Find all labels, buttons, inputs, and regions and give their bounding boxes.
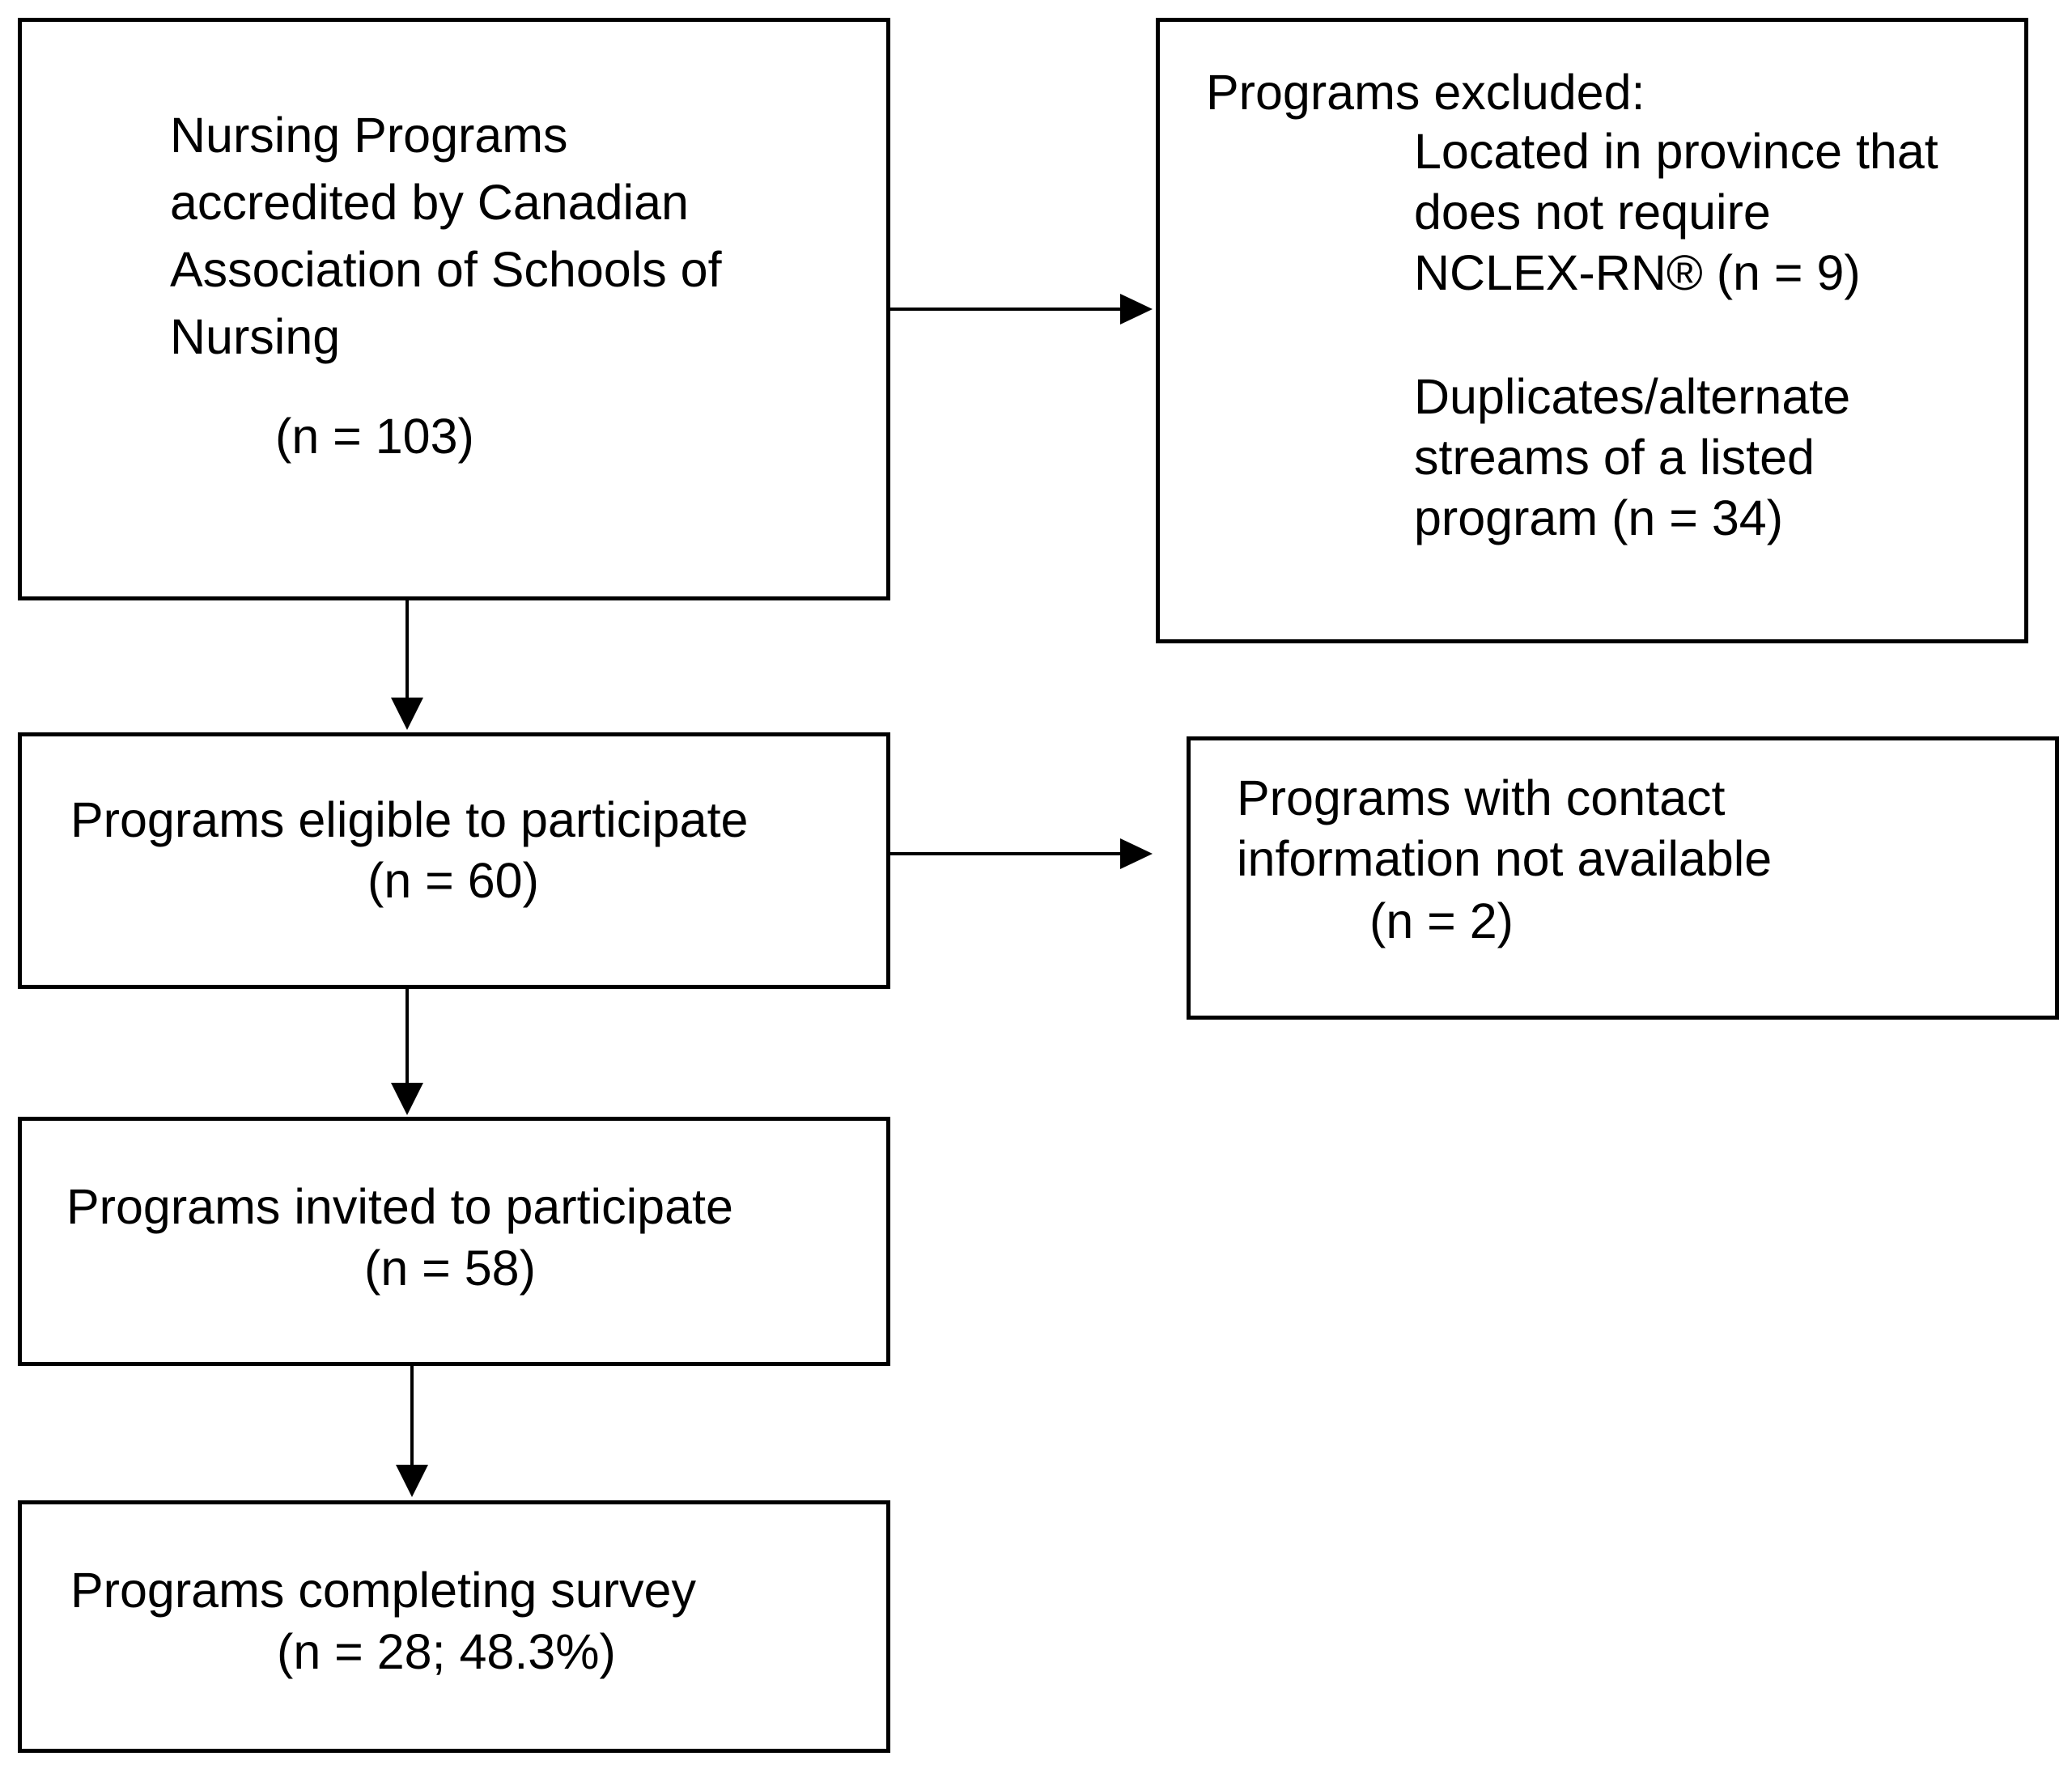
- accredited-line-3: Association of Schools of: [170, 242, 722, 297]
- excluded-reason-province: Located in province that does not requir…: [1414, 121, 1938, 303]
- excluded-reason1-line-1: Located in province that: [1414, 124, 1938, 179]
- eligible-label: Programs eligible to participate: [70, 792, 749, 847]
- accredited-count: (n = 103): [275, 409, 474, 464]
- excluded-reason1-line-2: does not require: [1414, 185, 1771, 240]
- accredited-line-4: Nursing: [170, 309, 341, 364]
- no-contact-line-2: information not available: [1237, 831, 1773, 886]
- eligible-count: (n = 60): [367, 853, 539, 908]
- excluded-reason2-line-1: Duplicates/alternate: [1414, 369, 1851, 424]
- excluded-reason2-line-2: streams of a listed: [1414, 430, 1815, 485]
- accredited-line-2: accredited by Canadian: [170, 175, 689, 230]
- accredited-programs-box: Nursing Programs accredited by Canadian …: [18, 18, 890, 600]
- completed-programs-box: Programs completing survey (n = 28; 48.3…: [18, 1500, 890, 1753]
- arrowhead-eligible: [391, 698, 423, 730]
- completed-count: (n = 28; 48.3%): [277, 1624, 616, 1679]
- completed-label: Programs completing survey: [70, 1563, 696, 1618]
- accredited-line-1: Nursing Programs: [170, 108, 568, 163]
- no-contact-label: Programs with contact information not av…: [1237, 768, 1772, 889]
- invited-count: (n = 58): [364, 1241, 536, 1296]
- arrowhead-invited: [391, 1083, 423, 1115]
- arrowhead-no-contact: [1120, 838, 1153, 869]
- invited-programs-box: Programs invited to participate (n = 58): [18, 1117, 890, 1366]
- excluded-reason2-line-3: program (n = 34): [1414, 490, 1784, 545]
- accredited-programs-label: Nursing Programs accredited by Canadian …: [170, 102, 722, 371]
- excluded-reason-duplicates: Duplicates/alternate streams of a listed…: [1414, 367, 1850, 549]
- no-contact-count: (n = 2): [1369, 893, 1514, 948]
- eligible-programs-box: Programs eligible to participate (n = 60…: [18, 732, 890, 989]
- no-contact-line-1: Programs with contact: [1237, 770, 1726, 825]
- invited-label: Programs invited to participate: [66, 1179, 733, 1234]
- excluded-reason1-line-3: NCLEX-RN® (n = 9): [1414, 245, 1861, 300]
- excluded-heading: Programs excluded:: [1206, 65, 1645, 120]
- excluded-programs-box: Programs excluded: Located in province t…: [1156, 18, 2028, 643]
- no-contact-box: Programs with contact information not av…: [1187, 736, 2059, 1020]
- arrowhead-excluded: [1120, 294, 1153, 325]
- arrowhead-completed: [396, 1465, 428, 1497]
